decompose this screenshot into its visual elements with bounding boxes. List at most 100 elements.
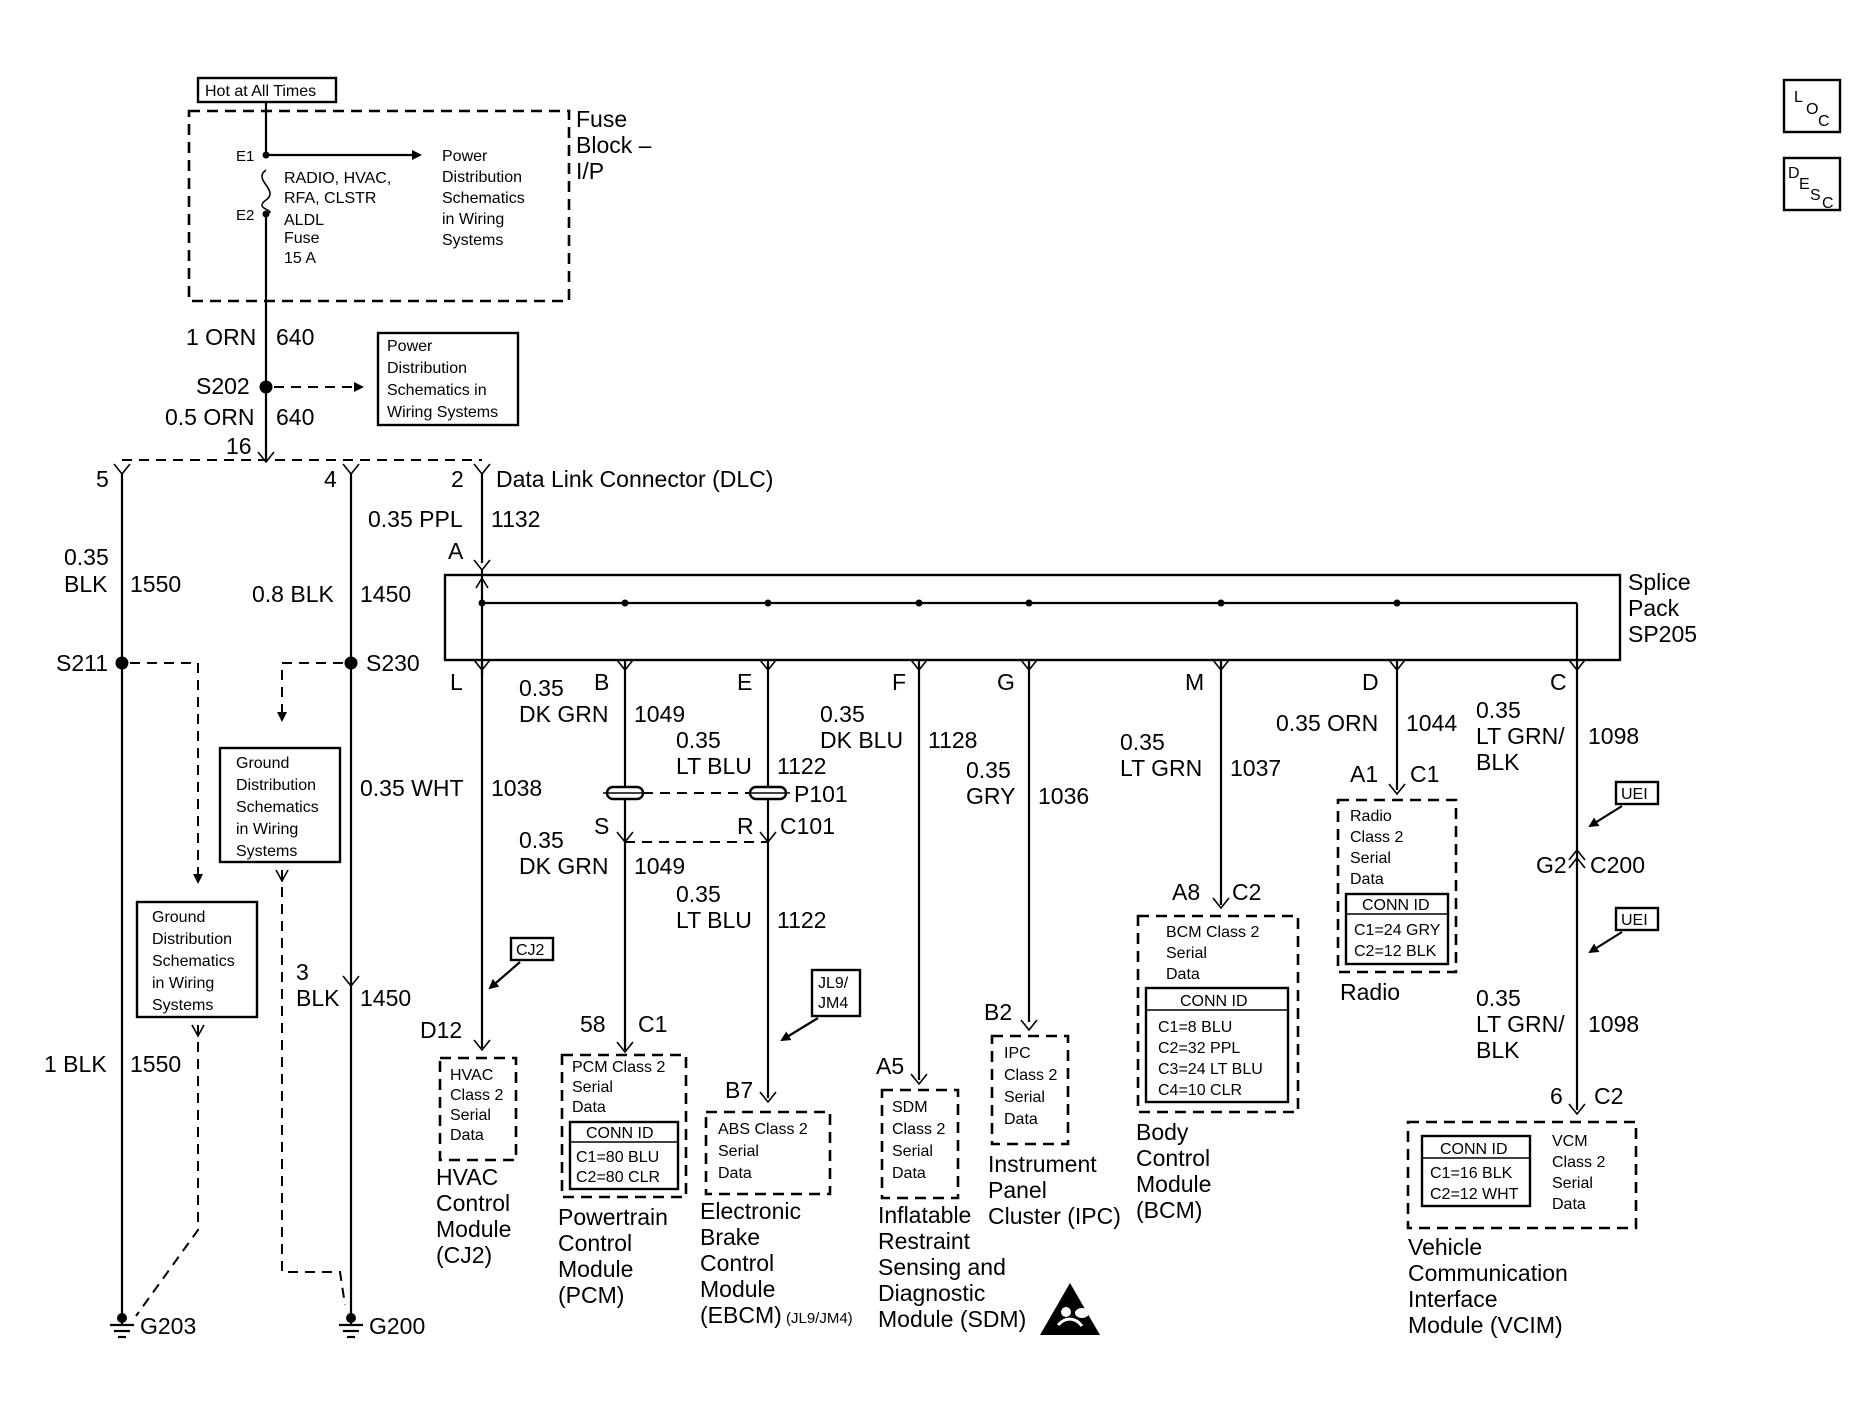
pcm-box-1: PCM Class 2: [572, 1059, 665, 1076]
branch-m-size-1: 0.35: [1120, 729, 1165, 755]
splice-pack-name-3: SP205: [1628, 621, 1697, 647]
branch-b-size-b1: 0.35: [519, 827, 564, 853]
s230-name: S230: [366, 650, 420, 676]
loc-icon[interactable]: L O C: [1782, 78, 1842, 134]
splice-s202: 1 ORN 640 S202 Power Distribution Schema…: [165, 324, 520, 430]
fuse-terminal-e2: E2: [236, 207, 254, 224]
bcm-name-3: Module: [1136, 1171, 1211, 1197]
branch-e-size-2: LT BLU: [676, 753, 752, 779]
branch-e-c101: C101: [780, 813, 835, 839]
hvac-name-1: HVAC: [436, 1164, 498, 1190]
branch-d-size: 0.35 ORN: [1276, 710, 1378, 736]
branch-f-size-1: 0.35: [820, 701, 865, 727]
radio-box-4: Data: [1350, 871, 1384, 888]
pcm-conn-1: C1=80 BLU: [576, 1149, 659, 1166]
mid-ref-5: Systems: [236, 843, 297, 860]
branch-b-module-conn: C1: [638, 1011, 667, 1037]
branch-b-pin: B: [594, 669, 609, 695]
bcm-conn-3: C3=24 LT BLU: [1158, 1061, 1263, 1078]
bcm-name-2: Control: [1136, 1145, 1210, 1171]
mid-ground-ref-box: [218, 746, 342, 864]
ebcm-box-3: Data: [718, 1165, 752, 1182]
power-ref-3: Schematics: [442, 190, 525, 207]
sdm-box-4: Data: [892, 1165, 926, 1182]
inline-connector-p101-b: [603, 785, 647, 801]
branch-b-size-b2: DK GRN: [519, 853, 608, 879]
s202-ref-4: Wiring Systems: [387, 404, 498, 421]
mid-wire-b-circuit: 1450: [360, 985, 411, 1011]
desc-icon-sub: E: [1799, 176, 1810, 193]
pcm-conn-2: C2=80 CLR: [576, 1169, 660, 1186]
bcm-module-box: [1136, 914, 1300, 1114]
branch-m-size-2: LT GRN: [1120, 755, 1202, 781]
vcim-name-1: Vehicle: [1408, 1234, 1482, 1260]
data-link-connector: 16 5 4 2 Data Link Connector (DLC) 0.35 …: [96, 433, 773, 563]
ebcm-name-4: Module: [700, 1276, 775, 1302]
fuse-desc-4: Fuse: [284, 230, 320, 247]
left-wire-b-circuit: 1550: [130, 1051, 181, 1077]
pcm-box-2: Serial: [572, 1079, 613, 1096]
left-ref-1: Ground: [152, 909, 205, 926]
branch-c-size-b1: 0.35: [1476, 985, 1521, 1011]
mid-wire-a-size: 0.8 BLK: [252, 581, 334, 607]
pcm-name-4: (PCM): [558, 1282, 624, 1308]
branch-m-circuit: 1037: [1230, 755, 1281, 781]
branch-l-wire-circuit: 1038: [491, 775, 542, 801]
fuse-desc-5: 15 A: [284, 250, 316, 267]
desc-icon-main: D: [1788, 165, 1800, 182]
g200-name: G200: [369, 1313, 425, 1339]
splice-pack-outline: [443, 573, 1622, 662]
loc-icon-sub: O: [1806, 101, 1818, 118]
sdm-name-1: Inflatable: [878, 1202, 971, 1228]
hvac-box-1: HVAC: [450, 1067, 493, 1084]
branch-f-pin: F: [892, 669, 906, 695]
vcim-module-box: [1406, 1120, 1638, 1230]
branch-b-size-2: DK GRN: [519, 701, 608, 727]
bcm-box-3: Data: [1166, 966, 1200, 983]
bcm-conn-4: C4=10 CLR: [1158, 1082, 1242, 1099]
branch-e-size-1: 0.35: [676, 727, 721, 753]
g203-name: G203: [140, 1313, 196, 1339]
option-box-cj2: [509, 936, 555, 962]
ipc-name-1: Instrument: [988, 1151, 1097, 1177]
s202-power-ref-box: [376, 331, 520, 427]
branch-g-size-2: GRY: [966, 783, 1015, 809]
dlc-wire2-circuit: 1132: [491, 506, 540, 532]
dlc-wire2-size: 0.35 PPL: [368, 506, 463, 532]
branch-b-circuit: 1049: [634, 701, 685, 727]
branch-f-sdm: F 0.35 DK BLU 1128 A5 SDM Class 2 Serial…: [820, 659, 1100, 1335]
ipc-name-3: Cluster (IPC): [988, 1203, 1121, 1229]
branch-l-wire-size: 0.35 WHT: [360, 775, 464, 801]
fuse-block-outline: [187, 109, 571, 303]
mid-pin-3: 3: [296, 959, 309, 985]
dlc-pin-2: 2: [451, 466, 464, 492]
dlc-pin-4: 4: [324, 466, 337, 492]
branch-d-radio: D 0.35 ORN 1044 A1 C1 Radio Class 2 Seri…: [1276, 659, 1457, 1005]
dlc-name: Data Link Connector (DLC): [496, 466, 773, 492]
desc-icon[interactable]: D E S C: [1782, 156, 1842, 212]
branch-c-size-b3: BLK: [1476, 1037, 1520, 1063]
vcim-name-3: Interface: [1408, 1286, 1498, 1312]
ipc-name-2: Panel: [988, 1177, 1047, 1203]
pcm-box-3: Data: [572, 1099, 606, 1116]
loc-icon-main: L: [1794, 89, 1803, 106]
branch-c-module-conn: C2: [1594, 1083, 1623, 1109]
branch-d-pin: D: [1362, 669, 1379, 695]
pcm-conn-id-box: [568, 1120, 680, 1191]
dlc-pin-5: 5: [96, 466, 109, 492]
desc-icon-sub2: S: [1810, 187, 1821, 204]
sdm-name-4: Diagnostic: [878, 1280, 985, 1306]
left-ground-circuit: 0.35 BLK 1550 S211 Ground Distribution S…: [44, 474, 259, 1339]
left-wire-b-size: 1 BLK: [44, 1051, 107, 1077]
loc-icon-sub2: C: [1818, 113, 1830, 130]
hvac-box-2: Class 2: [450, 1087, 503, 1104]
vcim-conn-2: C2=12 WHT: [1430, 1186, 1519, 1203]
fuse-block-name-2: Block –: [576, 132, 652, 158]
radio-box-1: Radio: [1350, 808, 1392, 825]
branch-e-pin: E: [737, 669, 752, 695]
mid-ref-1: Ground: [236, 755, 289, 772]
radio-box-3: Serial: [1350, 850, 1391, 867]
branch-c-g2: G2: [1536, 852, 1567, 878]
s202-wire-bottom-size: 0.5 ORN: [165, 404, 254, 430]
sdm-name-2: Restraint: [878, 1228, 971, 1254]
